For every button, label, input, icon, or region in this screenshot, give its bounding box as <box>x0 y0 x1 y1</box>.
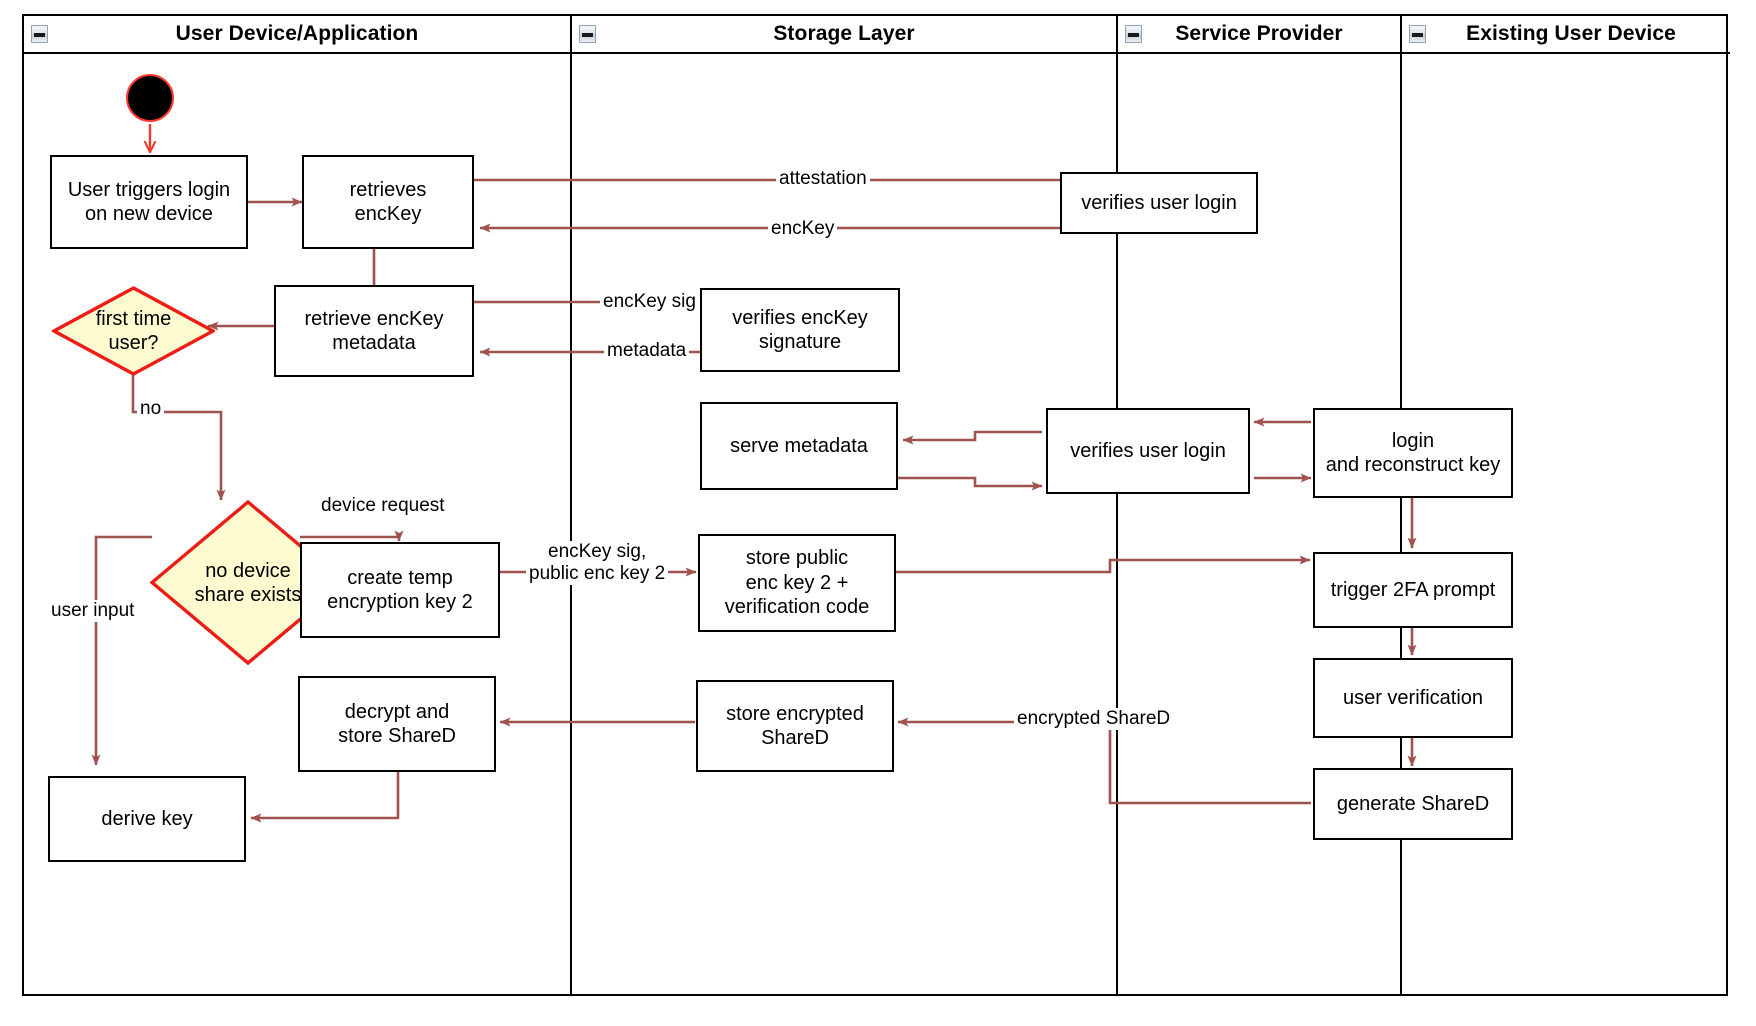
collapse-minus-icon[interactable] <box>1409 25 1426 43</box>
collapse-minus-icon[interactable] <box>579 25 596 43</box>
activity-user-triggers-login[interactable]: User triggers login on new device <box>50 155 248 249</box>
activity-derive-key[interactable]: derive key <box>48 776 246 862</box>
edge-label-metadata: metadata <box>604 340 690 362</box>
activity-store-public-enc-key-2[interactable]: store public enc key 2 + verification co… <box>698 534 896 632</box>
activity-generate-shared[interactable]: generate ShareD <box>1313 768 1513 840</box>
decision-first-time-user[interactable]: first time user? <box>52 286 215 376</box>
edge-label-no: no <box>137 398 165 420</box>
lane-header-service-provider: Service Provider <box>1118 16 1400 54</box>
lane-user-device: User Device/Application <box>24 16 570 994</box>
edge-label-enckey: encKey <box>768 218 838 240</box>
edge-label-device-request: device request <box>318 495 448 517</box>
activity-retrieves-enckey[interactable]: retrieves encKey <box>302 155 474 249</box>
lane-title-existing-user-device: Existing User Device <box>1466 22 1676 45</box>
decision-no-device-share-exists[interactable]: no device share exists <box>150 500 346 665</box>
edge-label-encrypted-shared: encrypted ShareD <box>1014 708 1174 730</box>
activity-create-temp-encryption-key-2[interactable]: create temp encryption key 2 <box>300 542 500 638</box>
lane-title-user-device: User Device/Application <box>175 22 419 45</box>
swimlane-frame: User Device/Application Storage Layer Se… <box>22 14 1730 996</box>
collapse-minus-icon[interactable] <box>1125 25 1142 43</box>
lane-storage-layer: Storage Layer <box>570 16 1116 994</box>
activity-verifies-enckey-signature[interactable]: verifies encKey signature <box>700 288 900 372</box>
lane-title-storage-layer: Storage Layer <box>773 22 915 45</box>
lane-service-provider: Service Provider <box>1116 16 1400 994</box>
activity-trigger-2fa-prompt[interactable]: trigger 2FA prompt <box>1313 552 1513 628</box>
edge-label-enckey-sig: encKey sig <box>600 291 699 313</box>
edge-label-attestation: attestation <box>776 168 870 190</box>
activity-retrieve-enckey-metadata[interactable]: retrieve encKey metadata <box>274 285 474 377</box>
lane-header-storage-layer: Storage Layer <box>572 16 1116 54</box>
lane-header-user-device: User Device/Application <box>24 16 570 54</box>
activity-store-encrypted-shared[interactable]: store encrypted ShareD <box>696 680 894 772</box>
activity-serve-metadata[interactable]: serve metadata <box>700 402 898 490</box>
lane-title-service-provider: Service Provider <box>1175 22 1343 45</box>
decision-label-no-device-share-exists: no device share exists <box>194 559 302 606</box>
activity-user-verification[interactable]: user verification <box>1313 658 1513 738</box>
activity-login-and-reconstruct-key[interactable]: login and reconstruct key <box>1313 408 1513 498</box>
decision-label-first-time-user: first time user? <box>95 308 172 354</box>
collapse-minus-icon[interactable] <box>31 25 48 43</box>
edge-label-enckey-sig-public-enc-key-2: encKey sig, public enc key 2 <box>526 541 669 585</box>
lane-existing-user-device: Existing User Device <box>1400 16 1730 994</box>
lane-header-existing-user-device: Existing User Device <box>1402 16 1730 54</box>
activity-verifies-user-login-top[interactable]: verifies user login <box>1060 172 1258 234</box>
activity-decrypt-and-store-shared[interactable]: decrypt and store ShareD <box>298 676 496 772</box>
start-node-icon <box>126 74 174 122</box>
edge-label-user-input: user input <box>48 600 138 622</box>
activity-verifies-user-login-mid[interactable]: verifies user login <box>1046 408 1250 494</box>
